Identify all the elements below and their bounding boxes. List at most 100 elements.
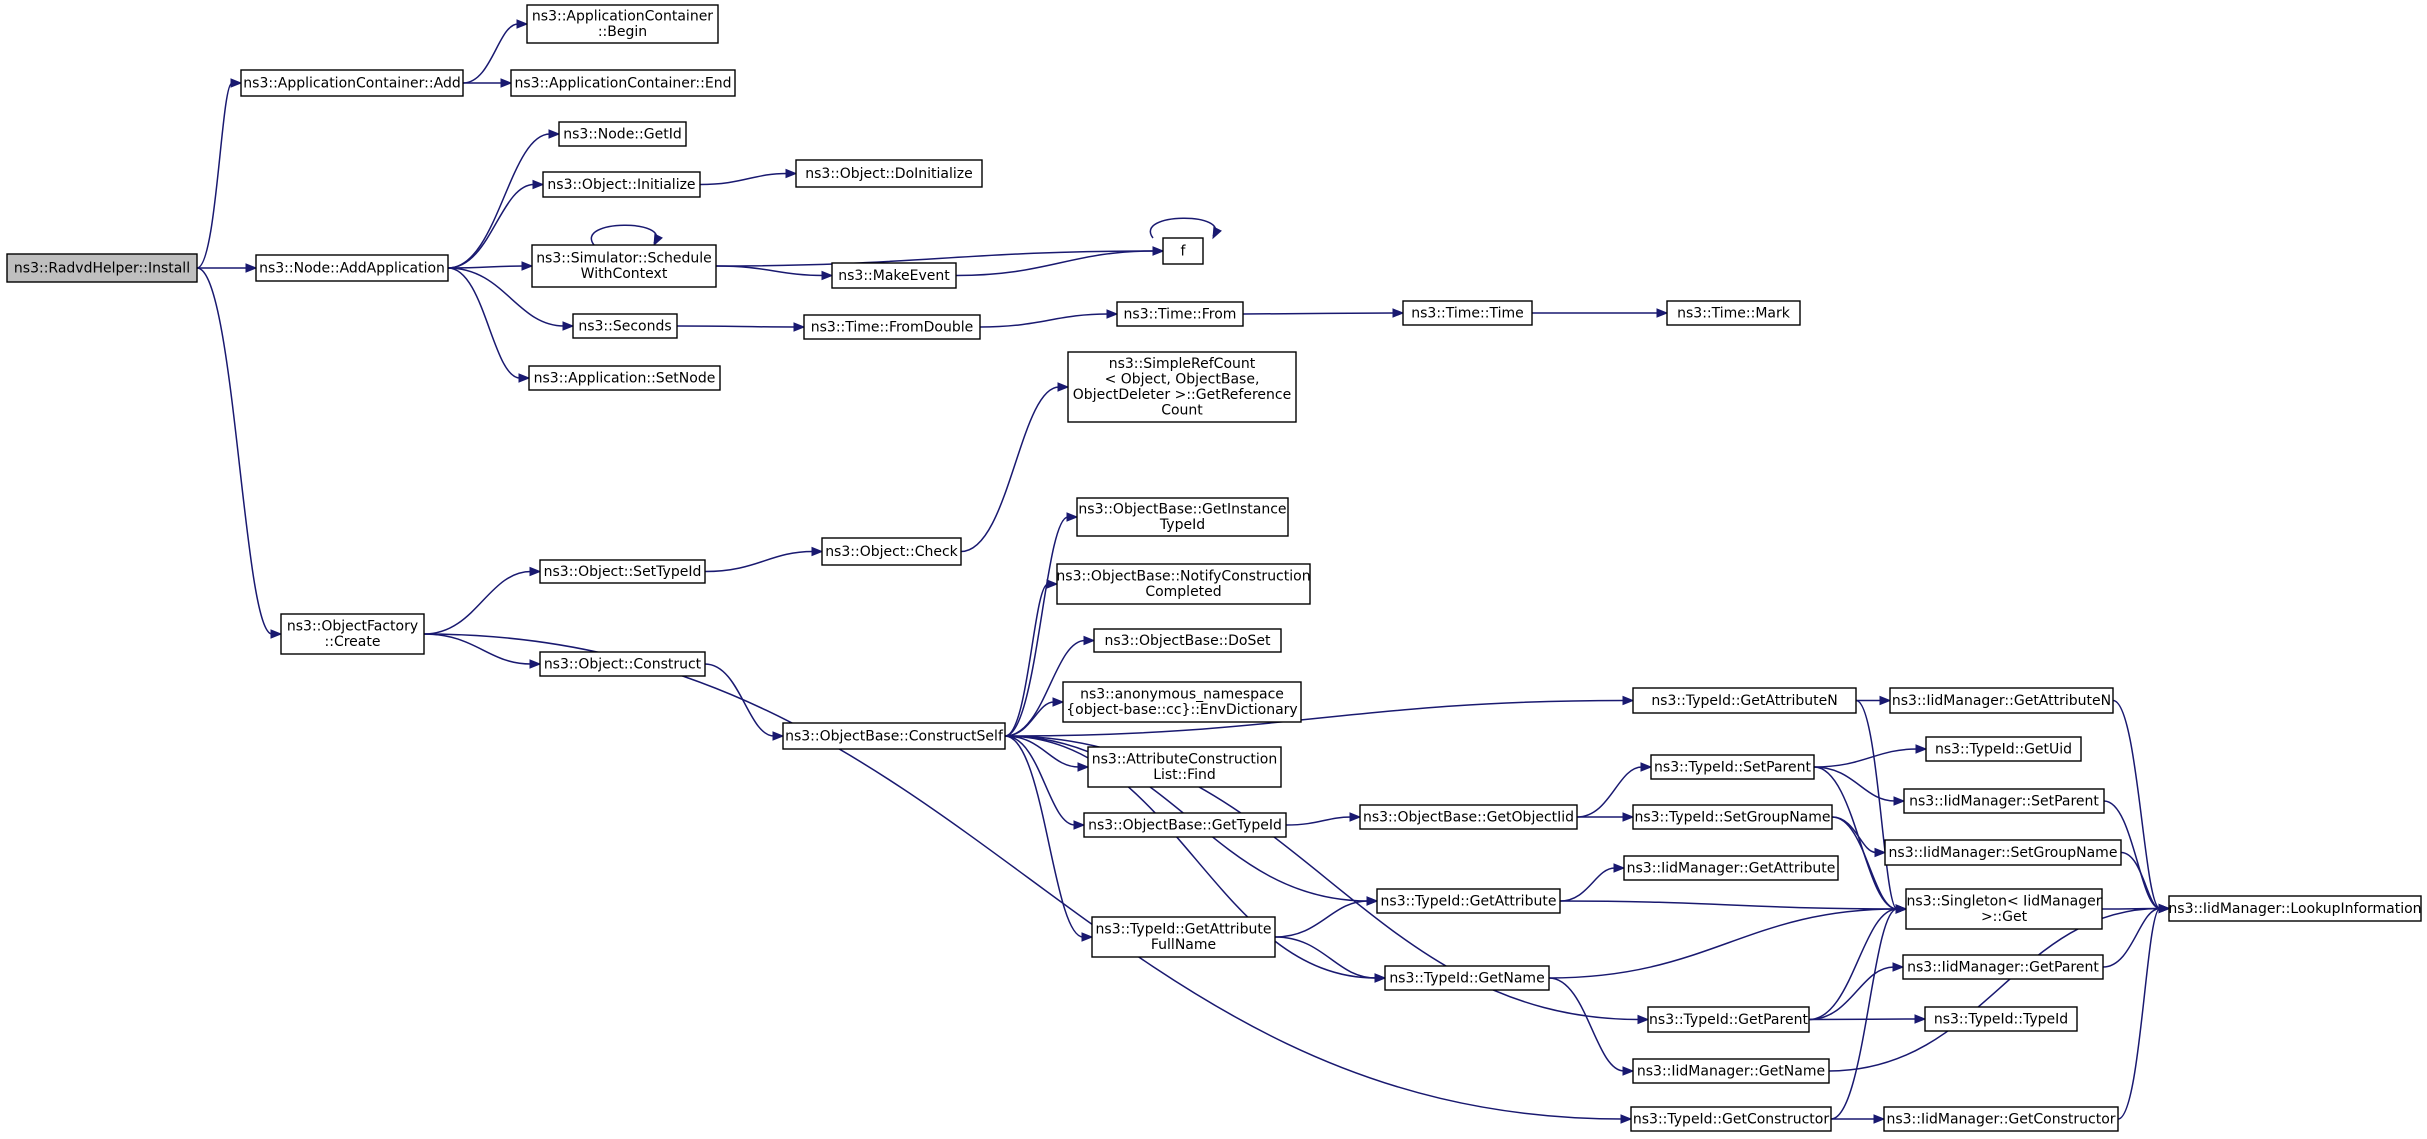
edge-n10-n9: [955, 246, 1165, 277]
node-ns3-anonymous-namespace-object-base-cc-envdictionary[interactable]: ns3::anonymous_namespace{object-base::cc…: [1062, 681, 1302, 723]
nodes-layer: ns3::RadvdHelper::Installns3::Applicatio…: [6, 4, 2422, 1132]
node-label: < Object, ObjectBase,: [1105, 372, 1260, 388]
node-ns3-radvdhelper-install[interactable]: ns3::RadvdHelper::Install: [6, 253, 198, 283]
node-label: ns3::TypeId::GetAttribute: [1381, 893, 1557, 909]
edge-arrowhead: [1392, 308, 1405, 318]
node-ns3-iidmanager-getname[interactable]: ns3::IidManager::GetName: [1632, 1058, 1830, 1084]
edge-n30-n31: [1856, 695, 1892, 706]
node-ns3-typeid-getname[interactable]: ns3::TypeId::GetName: [1384, 965, 1550, 991]
node-box: [255, 254, 449, 282]
node-ns3-time-time[interactable]: ns3::Time::Time: [1402, 300, 1533, 326]
node-ns3-typeid-getconstructor[interactable]: ns3::TypeId::GetConstructor: [1630, 1106, 1832, 1132]
edge-arrowhead: [245, 263, 258, 273]
edge-line: [1548, 977, 1625, 1072]
node-ns3-iidmanager-setparent[interactable]: ns3::IidManager::SetParent: [1903, 788, 2105, 814]
node-ns3-objectbase-doset[interactable]: ns3::ObjectBase::DoSet: [1093, 628, 1282, 653]
edge-n47-n39: [1830, 904, 1908, 1120]
node-label: ns3::TypeId::TypeId: [1934, 1011, 2068, 1027]
node-ns3-objectbase-getobjectiid[interactable]: ns3::ObjectBase::GetObjectIid: [1359, 804, 1578, 830]
node-label: Completed: [1145, 584, 1221, 600]
node-ns3-typeid-getattributen[interactable]: ns3::TypeId::GetAttributeN: [1632, 687, 1857, 714]
node-ns3-objectbase-gettypeid[interactable]: ns3::ObjectBase::GetTypeId: [1083, 812, 1287, 838]
edge-line: [704, 550, 814, 573]
node-ns3-application-setnode[interactable]: ns3::Application::SetNode: [528, 365, 721, 391]
node-ns3-applicationcontainer-add[interactable]: ns3::ApplicationContainer::Add: [240, 69, 464, 97]
node-ns3-singleton-iidmanager-get[interactable]: ns3::Singleton< IidManager>::Get: [1905, 888, 2103, 930]
node-label: ns3::Time::FromDouble: [811, 319, 974, 335]
node-ns3-time-mark[interactable]: ns3::Time::Mark: [1666, 300, 1801, 326]
node-ns3-object-construct[interactable]: ns3::Object::Construct: [539, 651, 706, 677]
edge-line: [447, 183, 535, 269]
node-ns3-typeid-setgroupname[interactable]: ns3::TypeId::SetGroupName: [1632, 804, 1833, 830]
node-box: [1632, 687, 1857, 714]
edge-arrowhead: [785, 168, 798, 179]
node-ns3-simplerefcount-object-objectbase-objectdeleter-getreference-count[interactable]: ns3::SimpleRefCount< Object, ObjectBase,…: [1067, 351, 1297, 423]
node-ns3-iidmanager-getconstructor[interactable]: ns3::IidManager::GetConstructor: [1883, 1106, 2119, 1132]
node-label: Count: [1161, 403, 1203, 419]
node-ns3-object-check[interactable]: ns3::Object::Check: [821, 537, 962, 566]
edge-n29-n35: [1577, 812, 1635, 822]
node-box: [558, 121, 687, 147]
edge-n0-n17: [196, 267, 283, 639]
node-ns3-node-addapplication[interactable]: ns3::Node::AddApplication: [255, 254, 449, 282]
node-ns3-iidmanager-getattribute[interactable]: ns3::IidManager::GetAttribute: [1623, 855, 1839, 881]
node-box: [531, 244, 717, 288]
node-ns3-object-doinitialize[interactable]: ns3::Object::DoInitialize: [795, 159, 983, 188]
node-ns3-seconds[interactable]: ns3::Seconds: [572, 313, 678, 339]
node-ns3-time-from[interactable]: ns3::Time::From: [1116, 301, 1244, 327]
edge-line: [423, 570, 532, 635]
node-box: [528, 365, 721, 391]
node-ns3-typeid-getparent[interactable]: ns3::TypeId::GetParent: [1647, 1006, 1810, 1033]
edge-n13-n14: [1242, 308, 1405, 318]
node-ns3-iidmanager-setgroupname[interactable]: ns3::IidManager::SetGroupName: [1884, 839, 2122, 866]
node-ns3-typeid-setparent[interactable]: ns3::TypeId::SetParent: [1650, 754, 1815, 780]
node-ns3-node-getid[interactable]: ns3::Node::GetId: [558, 121, 687, 147]
edge-n35-n36: [1831, 816, 1887, 858]
edge-n21-n22: [704, 663, 785, 741]
node-ns3-time-fromdouble[interactable]: ns3::Time::FromDouble: [803, 314, 981, 340]
node-ns3-iidmanager-getattributen[interactable]: ns3::IidManager::GetAttributeN: [1889, 687, 2114, 714]
node-box: [1925, 736, 2082, 762]
node-ns3-iidmanager-getparent[interactable]: ns3::IidManager::GetParent: [1902, 954, 2104, 980]
node-box: [539, 559, 706, 584]
edge-n22-n30: [1004, 695, 1635, 737]
edge-n0-n4: [197, 263, 258, 273]
node-box: [280, 613, 425, 655]
node-ns3-object-settypeid[interactable]: ns3::Object::SetTypeId: [539, 559, 706, 584]
node-box: [1091, 916, 1276, 958]
node-ns3-objectfactory-create[interactable]: ns3::ObjectFactory::Create: [280, 613, 425, 655]
node-f[interactable]: f: [1162, 237, 1204, 265]
node-ns3-iidmanager-lookupinformation[interactable]: ns3::IidManager::LookupInformation: [2168, 895, 2422, 922]
edge-arrowhead: [532, 179, 545, 190]
node-ns3-makeevent[interactable]: ns3::MakeEvent: [831, 262, 957, 289]
edge-arrowhead: [1046, 579, 1059, 589]
node-ns3-objectbase-notifyconstruction-completed[interactable]: ns3::ObjectBase::NotifyConstructionCompl…: [1056, 563, 1311, 605]
node-label: ns3::ObjectBase::GetTypeId: [1088, 817, 1282, 833]
edge-line: [1828, 907, 2161, 1072]
node-ns3-applicationcontainer-end[interactable]: ns3::ApplicationContainer::End: [510, 69, 736, 97]
edge-line: [196, 267, 273, 635]
node-label: ns3::TypeId::SetGroupName: [1634, 809, 1830, 825]
edge-line: [1855, 699, 1898, 910]
edge-line: [1808, 1018, 1917, 1021]
node-label: ns3::IidManager::SetParent: [1909, 793, 2099, 809]
edge-arrowhead: [548, 129, 561, 139]
node-box: [1087, 746, 1282, 788]
node-label: ns3::RadvdHelper::Install: [14, 260, 190, 276]
node-label: ns3::ObjectFactory: [287, 619, 418, 635]
node-box: [1905, 888, 2103, 930]
node-ns3-typeid-getuid[interactable]: ns3::TypeId::GetUid: [1925, 736, 2082, 762]
node-ns3-typeid-typeid[interactable]: ns3::TypeId::TypeId: [1924, 1006, 2078, 1032]
edge-line: [462, 23, 519, 84]
node-ns3-applicationcontainer-begin[interactable]: ns3::ApplicationContainer::Begin: [526, 4, 719, 44]
node-ns3-typeid-getattribute[interactable]: ns3::TypeId::GetAttribute: [1376, 888, 1561, 914]
node-ns3-object-initialize[interactable]: ns3::Object::Initialize: [542, 171, 701, 198]
node-ns3-objectbase-constructself[interactable]: ns3::ObjectBase::ConstructSelf: [782, 722, 1006, 750]
edge-line: [1004, 735, 1377, 979]
edge-line: [1813, 766, 1896, 802]
node-box: [1056, 563, 1311, 605]
